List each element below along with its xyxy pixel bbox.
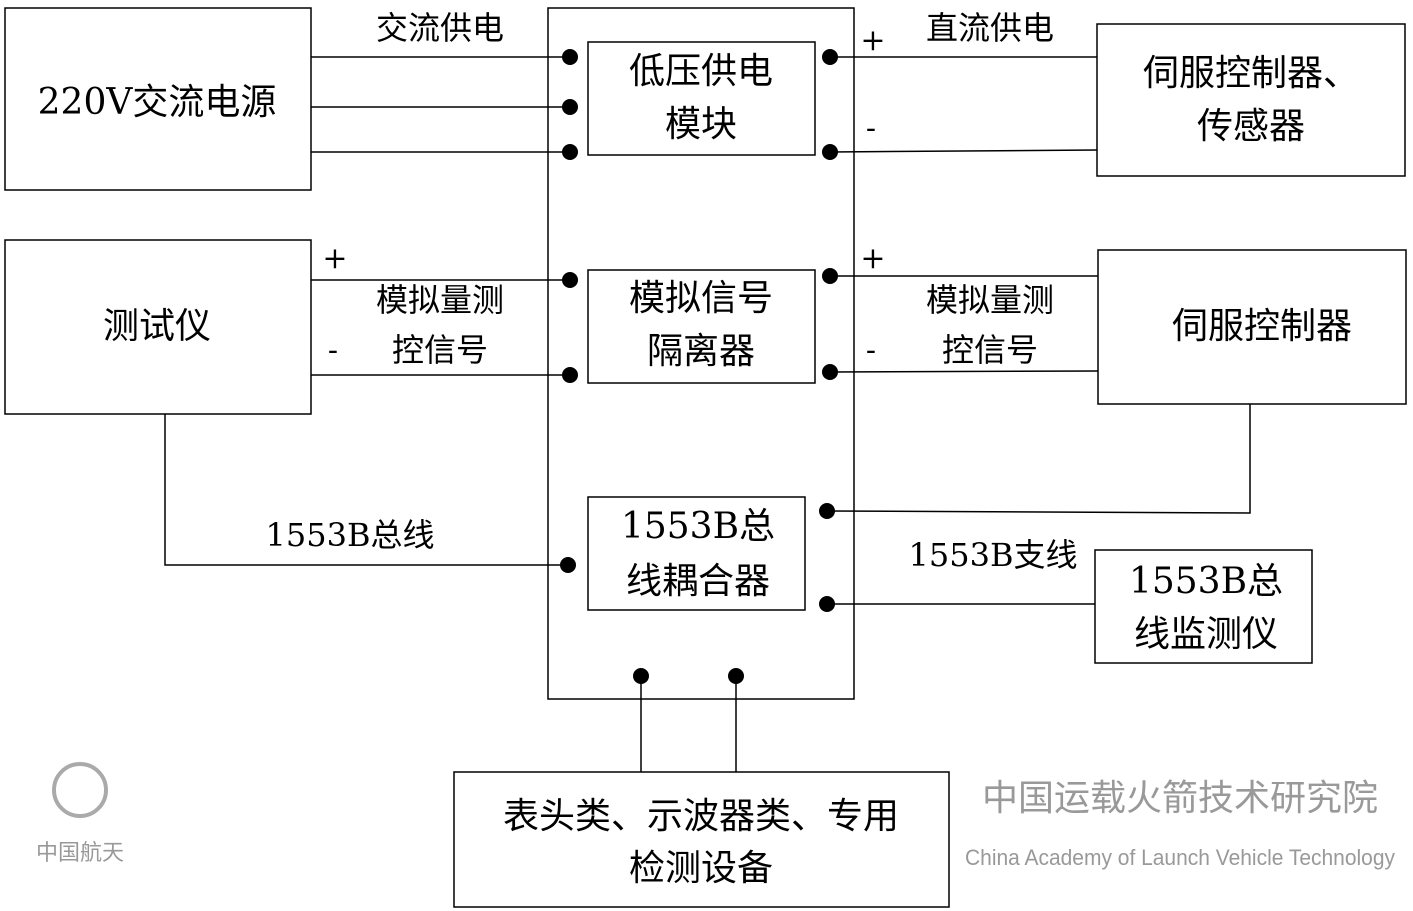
right-analog-minus-sign: -	[866, 333, 876, 368]
watermark-brand: 中国航天	[36, 840, 124, 865]
connection-lines	[164, 56, 1251, 772]
servo-sensor-label-2: 传感器	[1197, 106, 1305, 147]
right-analog-plus-sign: +	[860, 241, 885, 276]
left-analog-label-1: 模拟量测	[376, 281, 504, 319]
logo-icon	[52, 762, 108, 818]
bus-branch-label: 1553B支线	[909, 536, 1078, 574]
tester-label: 测试仪	[103, 306, 211, 347]
bus-main-label: 1553B总线	[266, 516, 435, 554]
servo-controller-box: 伺服控制器	[1097, 249, 1407, 405]
left-analog-plus-sign: +	[322, 241, 347, 276]
dc-plus-sign: +	[860, 23, 885, 58]
bus-monitor-label-1: 1553B总	[1129, 561, 1283, 602]
tester-box: 测试仪	[4, 239, 312, 415]
watermark-org-cn: 中国运载火箭技术研究院	[982, 777, 1378, 818]
test-equipment-label-1: 表头类、示波器类、专用	[503, 796, 899, 837]
test-equipment-label-2: 检测设备	[629, 848, 773, 889]
watermark-org-en: China Academy of Launch Vehicle Technolo…	[965, 845, 1395, 870]
bus-monitor-label-2: 线监测仪	[1134, 614, 1278, 655]
right-analog-label-2: 控信号	[942, 331, 1038, 369]
bus-monitor-box: 1553B总 线监测仪	[1094, 549, 1313, 664]
bus-coupler-label-1: 1553B总	[621, 506, 775, 547]
low-voltage-module-label-2: 模块	[665, 104, 737, 145]
test-equipment-box: 表头类、示波器类、专用 检测设备	[453, 771, 950, 908]
servo-sensor-box: 伺服控制器、 传感器	[1096, 23, 1406, 177]
ac-supply-label: 交流供电	[376, 9, 504, 47]
analog-isolator-label-1: 模拟信号	[629, 278, 773, 319]
dc-supply-label: 直流供电	[926, 9, 1054, 47]
analog-isolator-box: 模拟信号 隔离器	[587, 269, 816, 384]
ac-source-label: 220V交流电源	[38, 82, 277, 123]
bus-coupler-label-2: 线耦合器	[626, 561, 770, 602]
ac-source-box: 220V交流电源	[4, 7, 312, 191]
dc-minus-sign: -	[866, 111, 876, 146]
analog-isolator-label-2: 隔离器	[647, 331, 755, 372]
servo-controller-label: 伺服控制器	[1172, 306, 1352, 347]
right-analog-label-1: 模拟量测	[926, 281, 1054, 319]
left-analog-minus-sign: -	[328, 333, 338, 368]
left-analog-label-2: 控信号	[392, 331, 488, 369]
terminal-dots	[560, 49, 838, 684]
low-voltage-module-box: 低压供电 模块	[587, 41, 816, 156]
bus-coupler-box: 1553B总 线耦合器	[587, 496, 806, 611]
servo-sensor-label-1: 伺服控制器、	[1143, 53, 1359, 94]
low-voltage-module-label-1: 低压供电	[629, 51, 773, 92]
watermark: 中国航天 中国运载火箭技术研究院 China Academy of Launch…	[36, 762, 1395, 870]
